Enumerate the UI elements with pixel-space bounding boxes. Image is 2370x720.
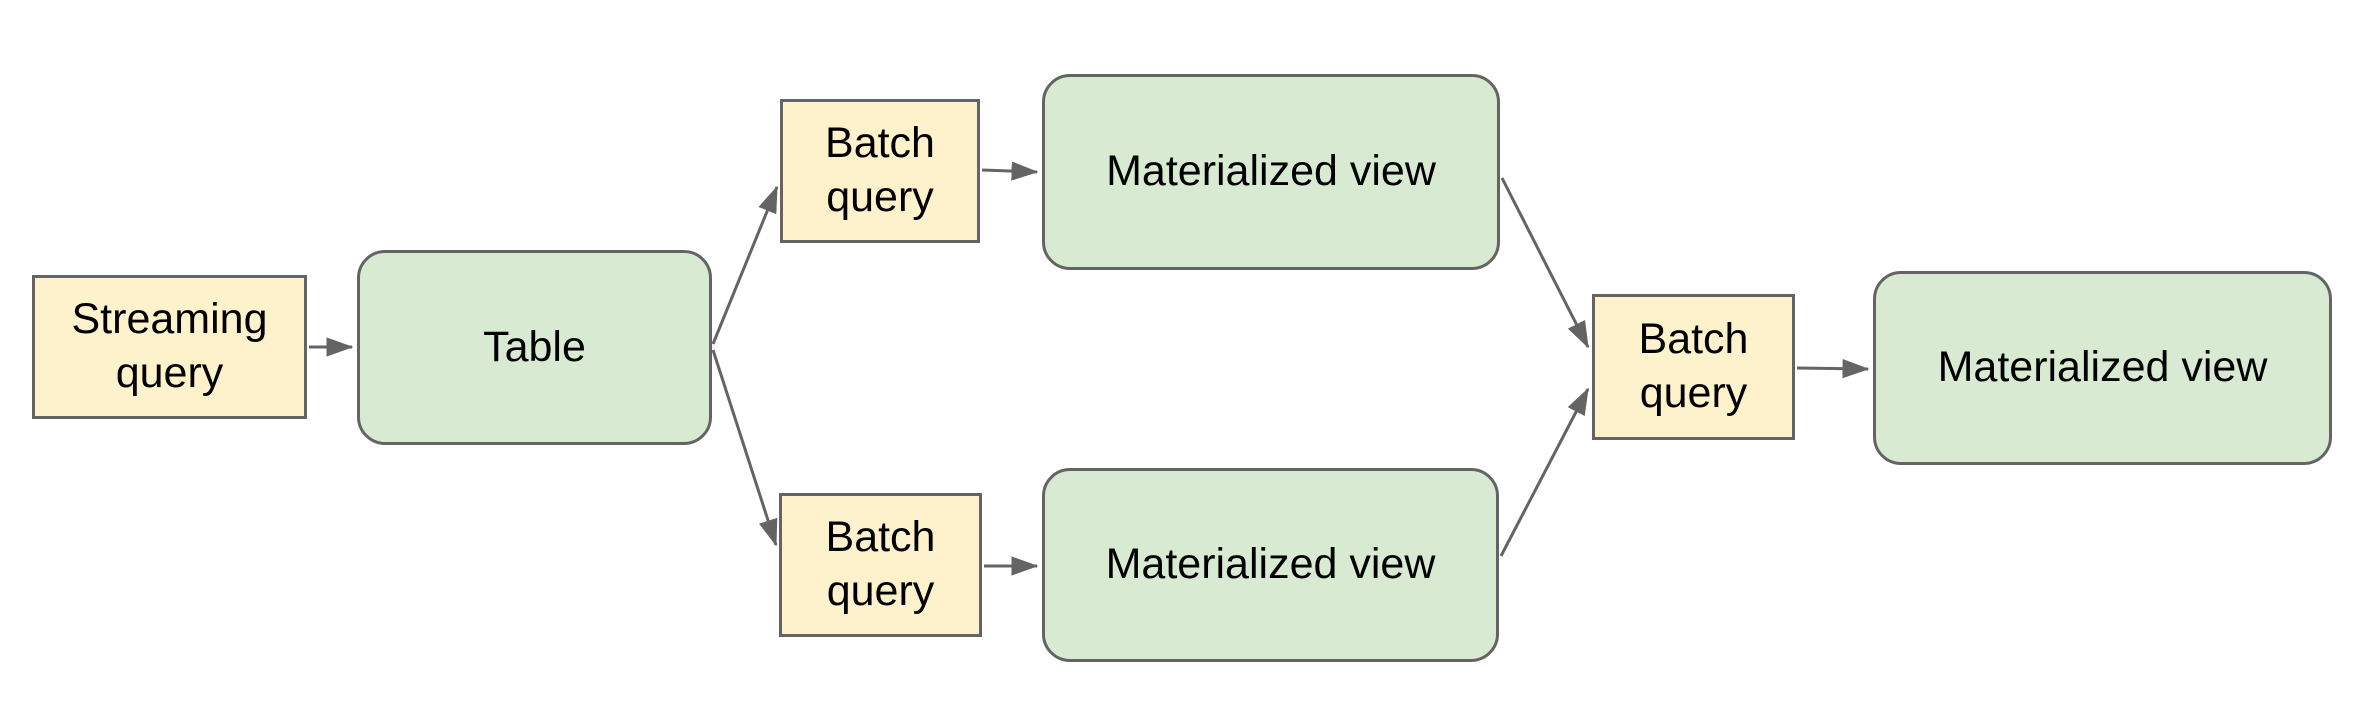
node-label: Batch query — [1638, 315, 1749, 417]
node-materialized-view-right: Materialized view — [1873, 271, 2332, 465]
edge-batch-query-top-to-materialized-view-top — [981, 161, 1039, 181]
node-streaming-query: Streaming query — [32, 275, 307, 419]
node-label: Table — [483, 322, 586, 371]
node-label: Materialized view — [1937, 343, 2268, 392]
node-label: Batch query — [825, 513, 936, 615]
node-batch-query-top: Batch query — [780, 99, 980, 243]
edge-materialized-view-top-to-batch-query-right — [1500, 177, 1590, 349]
node-batch-query-bottom: Batch query — [779, 493, 982, 637]
edge-materialized-view-bottom-to-batch-query-right — [1499, 387, 1590, 557]
node-batch-query-right: Batch query — [1592, 294, 1795, 440]
edge-batch-query-right-to-materialized-view-right — [1796, 359, 1870, 379]
node-label: Batch query — [825, 119, 935, 221]
node-table: Table — [357, 250, 712, 445]
node-materialized-view-top: Materialized view — [1042, 74, 1500, 270]
node-label: Materialized view — [1106, 147, 1436, 196]
node-label: Streaming query — [71, 295, 268, 397]
node-label: Materialized view — [1105, 540, 1436, 589]
edge-table-to-batch-query-top — [711, 185, 779, 345]
edge-table-to-batch-query-bottom — [711, 349, 778, 547]
node-materialized-view-bottom: Materialized view — [1042, 468, 1499, 662]
